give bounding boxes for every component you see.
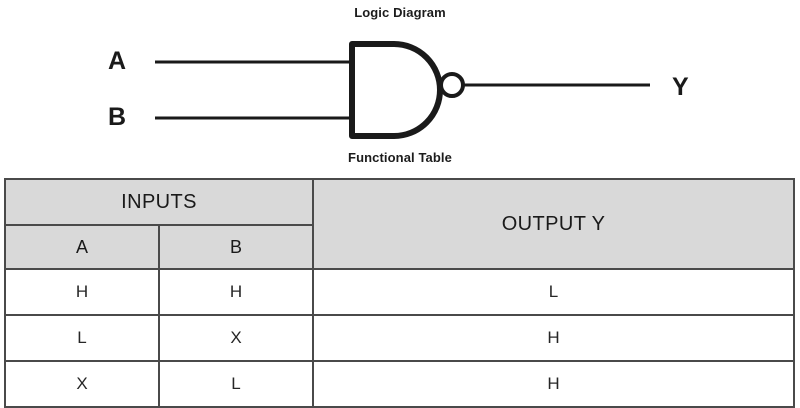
logic-diagram: A B Y [0, 28, 800, 148]
input-label-b: B [108, 103, 127, 131]
input-label-a: A [108, 47, 127, 75]
cell-b: X [158, 314, 315, 362]
functional-table: INPUTS OUTPUT Y A B H H L L X H X L H [3, 178, 795, 408]
cell-b: H [158, 268, 315, 316]
output-label-y: Y [672, 73, 689, 101]
and-gate-body [349, 41, 443, 139]
header-inputs: INPUTS [3, 178, 315, 226]
cell-a: X [3, 360, 161, 408]
cell-b: L [158, 360, 315, 408]
cell-y: H [312, 314, 795, 362]
table-row: L X H [3, 314, 795, 362]
table-header-sub-row: A B [3, 224, 794, 270]
functional-table-caption: Functional Table [348, 150, 452, 165]
header-output-y: OUTPUT Y [312, 178, 795, 270]
header-column-b: B [158, 224, 315, 270]
table-row: X L H [3, 360, 795, 408]
inversion-bubble-icon [439, 72, 465, 98]
table-row: H H L [3, 268, 795, 316]
table-header-group-row: INPUTS OUTPUT Y [3, 178, 795, 270]
logic-diagram-caption: Logic Diagram [354, 5, 446, 20]
cell-a: H [3, 268, 161, 316]
cell-y: H [312, 360, 795, 408]
nand-gate-svg [155, 41, 650, 139]
cell-a: L [3, 314, 161, 362]
cell-y: L [312, 268, 795, 316]
header-column-a: A [3, 224, 161, 270]
